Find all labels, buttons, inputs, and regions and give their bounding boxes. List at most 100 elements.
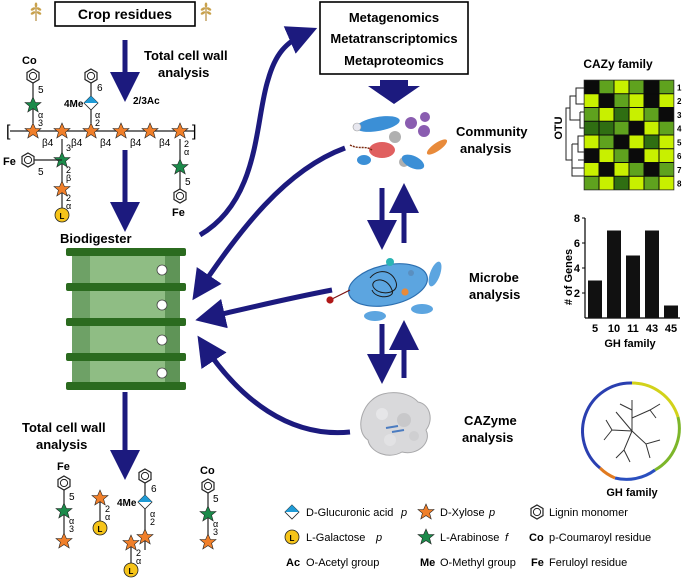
x-tick-label: 43 xyxy=(646,323,658,335)
microbe-illustration xyxy=(326,258,442,321)
heatmap-cell xyxy=(584,121,599,135)
svg-text:5: 5 xyxy=(213,494,219,505)
heatmap-cell xyxy=(644,94,659,107)
heatmap-cell xyxy=(584,80,599,94)
xylose-star xyxy=(53,122,71,139)
heatmap-cell xyxy=(599,121,614,135)
heatmap-row-label: 4 xyxy=(677,125,682,134)
total-cell-wall-top-line2: analysis xyxy=(158,65,209,80)
y-tick-label: 2 xyxy=(574,288,580,300)
crop-residues-label: Crop residues xyxy=(78,6,172,22)
svg-text:5: 5 xyxy=(38,167,44,178)
heatmap-cell xyxy=(614,80,629,94)
x-tick-label: 45 xyxy=(665,323,677,335)
x-tick-label: 11 xyxy=(627,323,639,335)
svg-text:β4: β4 xyxy=(42,138,54,149)
total-cell-wall-bottom-line1: Total cell wall xyxy=(22,420,106,435)
svg-text:3: 3 xyxy=(66,143,71,153)
lignin-hexagon xyxy=(26,68,40,84)
heatmap-cell xyxy=(659,163,674,176)
heatmap-cell xyxy=(599,94,614,107)
svg-text:2: 2 xyxy=(66,193,71,203)
heatmap-cell xyxy=(614,135,629,149)
crop-residues-box xyxy=(54,1,196,27)
heatmap-cell xyxy=(629,94,644,107)
heatmap-cell xyxy=(584,149,599,162)
heatmap-cell xyxy=(599,80,614,94)
bottom-glycan-fragments: Fe 5 α 3 L 2 α 4Me 6 α 2 L 2 α Co xyxy=(55,461,219,578)
legend-lignin-icon xyxy=(530,504,544,520)
svg-text:α: α xyxy=(95,110,100,120)
svg-text:3: 3 xyxy=(38,118,43,128)
heatmap-cell xyxy=(584,108,599,121)
svg-text:α: α xyxy=(150,509,155,519)
svg-text:2: 2 xyxy=(105,504,110,514)
lignin-hexagon xyxy=(21,152,35,168)
legend-galactose-suffix: p xyxy=(375,532,382,544)
heatmap-row-label: 7 xyxy=(677,166,682,175)
svg-text:6: 6 xyxy=(151,484,157,495)
bar-chart-ylabel: # of Genes xyxy=(563,249,575,305)
port-circle xyxy=(156,367,168,379)
heatmap-cell xyxy=(584,176,599,190)
svg-text:α: α xyxy=(213,519,218,529)
heatmap-cell xyxy=(629,163,644,176)
legend-arabinose-suffix: f xyxy=(505,532,509,544)
total-cell-wall-top-line1: Total cell wall xyxy=(144,48,228,63)
heatmap-cell xyxy=(644,135,659,149)
legend-xylose-suffix: p xyxy=(488,507,495,519)
svg-text:2: 2 xyxy=(136,548,141,558)
co-label-top: Co xyxy=(22,55,37,67)
arrow-microbe-to-biodigester xyxy=(195,287,333,329)
svg-text:Fe: Fe xyxy=(57,461,70,473)
heatmap-row-label: 2 xyxy=(677,97,682,106)
svg-text:α: α xyxy=(38,110,43,120)
fe-label-right: Fe xyxy=(172,207,185,219)
community-label-line2: analysis xyxy=(460,141,511,156)
svg-text:β4: β4 xyxy=(130,138,142,149)
acetyl-label: 2/3Ac xyxy=(133,96,160,107)
heatmap-cell xyxy=(659,135,674,149)
omics-metaproteomics: Metaproteomics xyxy=(344,53,444,68)
4me-label-top: 4Me xyxy=(64,99,84,110)
svg-text:5: 5 xyxy=(69,492,75,503)
heatmap-cell xyxy=(614,149,629,162)
svg-text:L: L xyxy=(290,534,295,543)
heatmap-row-label: 3 xyxy=(677,111,682,120)
legend-me-symbol: Me xyxy=(420,557,435,569)
community-illustration xyxy=(349,112,448,170)
heatmap-cell xyxy=(584,94,599,107)
svg-text:α: α xyxy=(69,516,74,526)
heatmap-cell xyxy=(584,135,599,149)
svg-text:L: L xyxy=(60,212,65,221)
xylose-star xyxy=(112,122,130,139)
legend-glucuronic-suffix: p xyxy=(400,507,407,519)
heatmap-cell xyxy=(614,94,629,107)
port-circle xyxy=(156,334,168,346)
legend-arabinose-icon xyxy=(417,528,435,545)
heatmap-cell xyxy=(614,176,629,190)
svg-text:3: 3 xyxy=(69,524,74,534)
lignin-hexagon xyxy=(173,188,187,204)
heatmap-cell xyxy=(599,135,614,149)
bar xyxy=(626,255,640,318)
svg-text:β4: β4 xyxy=(71,138,83,149)
legend-co-text: p-Coumaroyl residue xyxy=(549,532,651,544)
biodigester-label: Biodigester xyxy=(60,231,132,246)
heatmap-cell xyxy=(644,121,659,135)
heatmap-cell xyxy=(614,108,629,121)
heatmap-cell xyxy=(659,80,674,94)
svg-text:2: 2 xyxy=(184,139,189,149)
heatmap-cell xyxy=(659,176,674,190)
legend-galactose-text: L-Galactose xyxy=(306,532,365,544)
heatmap-cell xyxy=(644,149,659,162)
heatmap-cell xyxy=(584,163,599,176)
heatmap-cell xyxy=(644,80,659,94)
svg-text:α: α xyxy=(136,556,141,566)
circular-tree: GH family xyxy=(581,381,681,499)
x-tick-label: 10 xyxy=(608,323,620,335)
legend-ac-symbol: Ac xyxy=(286,557,300,569)
top-glycan-structure: [ ] β4 β4 β4 β4 β4 Co 5 α 3 4Me 6 α 2 2/… xyxy=(3,55,196,223)
port-circle xyxy=(156,264,168,276)
